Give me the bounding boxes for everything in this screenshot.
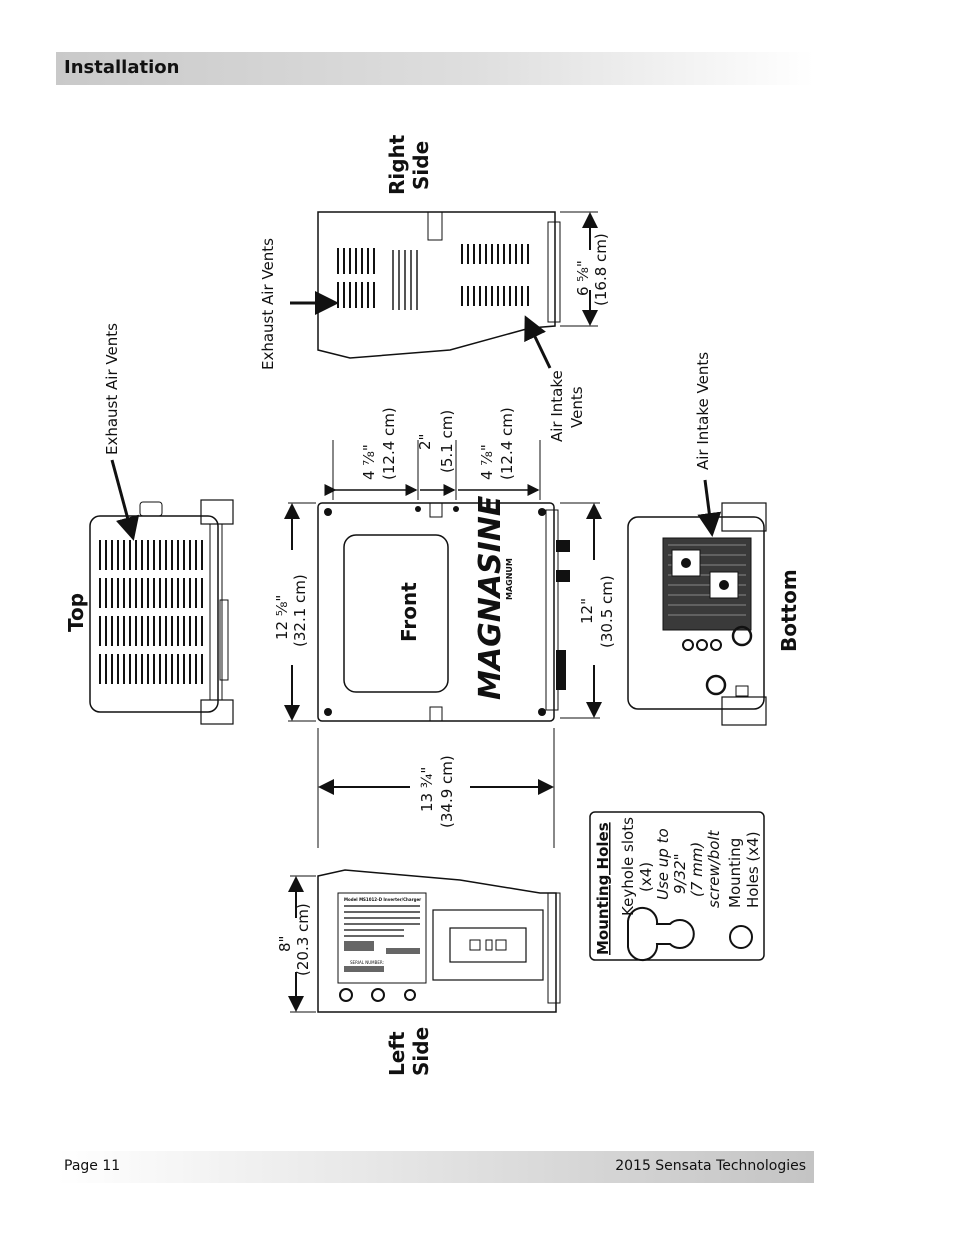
dim3-cm: (12.4 cm) <box>498 407 516 480</box>
dim1-cm: (12.4 cm) <box>380 407 398 480</box>
width-in: 13 ¾" <box>418 767 436 812</box>
keyhole-line2: (x4) <box>637 862 655 892</box>
label-model: Model MS1012-D Inverter/Charger <box>344 897 421 902</box>
dim2-in: 2" <box>416 434 434 450</box>
front-view-label: Front <box>397 582 421 642</box>
brand-sublogo: MAGNUM <box>505 558 514 600</box>
left-cm: (20.3 cm) <box>294 903 312 976</box>
twelve-in: 12" <box>578 598 596 624</box>
right-view-label-line2: Side <box>409 141 433 190</box>
front-view: MAGNASINE MAGNUM <box>317 495 570 722</box>
exhaust-top-label: Exhaust Air Vents <box>103 323 121 455</box>
twelve-cm: (30.5 cm) <box>598 575 616 648</box>
height-cm: (32.1 cm) <box>291 574 309 647</box>
mounting-title: Mounting Holes <box>594 822 612 955</box>
dim2-cm: (5.1 cm) <box>438 410 456 473</box>
brand-logo: MAGNASINE <box>473 495 508 700</box>
use-line3: (7 mm) <box>688 842 706 897</box>
use-line1: Use up to <box>654 828 672 900</box>
right-in: 6 ⅝" <box>574 260 592 296</box>
intake-bottom-label: Air Intake Vents <box>694 352 712 470</box>
keyhole-line1: Keyhole slots <box>619 817 637 916</box>
exhaust-top-arrow <box>110 459 140 541</box>
bottom-view-label: Bottom <box>777 569 801 652</box>
right-side-view <box>290 211 598 369</box>
intake-right-line1: Air Intake <box>548 370 566 442</box>
top-view <box>89 459 234 725</box>
use-line2: 9/32" <box>671 853 689 894</box>
mounting-holes-box <box>589 811 765 962</box>
use-line4: screw/bolt <box>705 829 723 908</box>
mounting-hole-icon <box>729 925 753 949</box>
holes-line1: Mounting <box>726 838 744 908</box>
left-side-view: Model MS1012-D Inverter/Charger SERIAL N… <box>288 869 561 1013</box>
page-title: Installation <box>64 57 180 78</box>
page-number: Page 11 <box>64 1158 121 1174</box>
intake-right-line2: Vents <box>568 386 586 428</box>
exhaust-right-label: Exhaust Air Vents <box>259 238 277 370</box>
footer-bar: Page 11 2015 Sensata Technologies <box>56 1151 814 1183</box>
dim1-in: 4 ⅞" <box>360 444 378 480</box>
left-view-label-line2: Side <box>409 1027 433 1076</box>
width-cm: (34.9 cm) <box>438 755 456 828</box>
left-view-label-line1: Left <box>385 1031 409 1076</box>
dim3-in: 4 ⅞" <box>478 444 496 480</box>
holes-line2: Holes (x4) <box>744 831 762 908</box>
left-in: 8" <box>276 936 294 952</box>
top-view-label: Top <box>64 593 88 632</box>
bottom-view <box>627 479 767 726</box>
right-view-label-line1: Right <box>385 134 409 195</box>
right-cm: (16.8 cm) <box>592 233 610 306</box>
header-bar: Installation <box>56 52 814 85</box>
front-dimension-lines <box>284 440 602 848</box>
height-in: 12 ⅝" <box>273 595 291 640</box>
keyhole-slot-icon <box>627 906 695 962</box>
copyright: 2015 Sensata Technologies <box>615 1158 806 1174</box>
label-serial: SERIAL NUMBER: <box>350 960 384 965</box>
